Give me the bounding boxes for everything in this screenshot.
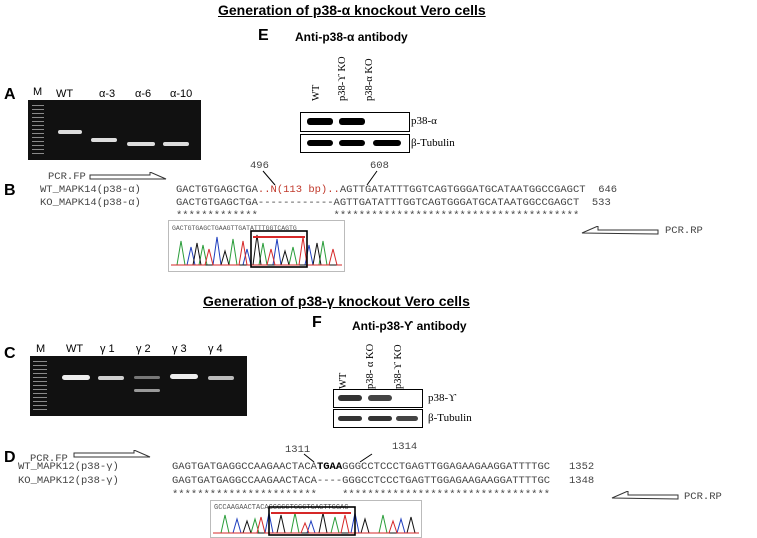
ko-sequence-name: KO_MAPK14(p38-α) [40, 197, 141, 209]
chromatogram-bases: GCCAAGAACTACAGGGCCTCCCTGAGTTGGAG [214, 504, 348, 512]
gel-band [134, 389, 160, 392]
blot-row-label: β-Tubulin [411, 137, 455, 149]
lane-label: γ 3 [172, 343, 187, 355]
position-label: 1311 [285, 444, 311, 456]
lane-label: WT [56, 88, 74, 100]
reverse-primer-arrow [611, 491, 679, 500]
blot-lane-label: p38-ϒ KO [337, 56, 348, 101]
blot-band [396, 416, 418, 421]
western-blot-row [333, 409, 423, 428]
reverse-primer-label: PCR.RP [684, 491, 722, 503]
forward-primer-arrow [73, 450, 151, 458]
sequencing-chromatogram: GACTGTGAGCTGAAGTTGATATTTGGTCAGTG [168, 220, 345, 272]
wt-sequence: GACTGTGAGCTGA..N(113 bp)..AGTTGATATTTGGT… [176, 184, 618, 196]
forward-primer-label: PCR.FP [48, 171, 86, 183]
panel-b-label: B [4, 182, 16, 199]
reverse-primer-arrow [581, 226, 659, 235]
alpha-section-title: Generation of p38-α knockout Vero cells [218, 2, 486, 18]
gel-band [91, 138, 117, 142]
ko-sequence-name: KO_MAPK12(p38-γ) [18, 475, 119, 487]
gamma-section-title: Generation of p38-γ knockout Vero cells [203, 293, 470, 309]
position-label: 608 [370, 160, 389, 172]
blot-lane-label: p38- α KO [365, 343, 376, 389]
gel-band [134, 376, 160, 379]
lane-label: α-10 [170, 88, 193, 100]
position-label: 496 [250, 160, 269, 172]
gel-band [98, 376, 124, 380]
lane-label: γ 1 [100, 343, 115, 355]
ko-sequence: GACTGTGAGCTGA------------AGTTGATATTTGGTC… [176, 197, 611, 209]
gel-band [170, 374, 198, 379]
gel-band [127, 142, 155, 146]
ladder-lane [32, 102, 44, 157]
reverse-primer-label: PCR.RP [665, 225, 703, 237]
alignment-consensus: ************* **************************… [176, 210, 580, 222]
lane-label: α-3 [99, 88, 116, 100]
forward-primer-label: PCR.FP [30, 453, 68, 465]
sequencing-chromatogram: GCCAAGAACTACAGGGCCTCCCTGAGTTGGAG [210, 500, 422, 538]
blot-band [373, 140, 401, 146]
alignment-consensus: *********************** ****************… [172, 489, 551, 501]
lane-label: M [33, 86, 43, 98]
western-blot-row [333, 389, 423, 408]
ladder-lane [33, 358, 47, 413]
western-blot-row [300, 134, 410, 153]
lane-label: γ 2 [136, 343, 151, 355]
blot-band [339, 118, 365, 125]
deletion-marker-lines [262, 170, 378, 186]
western-blot-row [300, 112, 410, 132]
gel-band [62, 375, 90, 380]
blot-lane-label: WT [338, 372, 349, 389]
antibody-title-gamma: Anti-p38-ϒ antibody [352, 319, 467, 333]
antibody-title-alpha: Anti-p38-α antibody [295, 30, 408, 44]
wt-sequence: GAGTGATGAGGCCAAGAACTACATGAAGGGCCTCCCTGAG… [172, 461, 595, 473]
gel-band [58, 130, 82, 134]
panel-d-label: D [4, 449, 16, 466]
blot-row-label: p38-α [411, 115, 437, 127]
blot-band [339, 140, 365, 146]
gel-image-gamma [30, 356, 247, 416]
blot-band [307, 118, 333, 125]
blot-row-label: p38-ϒ [428, 392, 457, 404]
blot-lane-label: p38-α KO [364, 58, 375, 101]
gel-image-alpha [28, 100, 201, 160]
blot-band [338, 395, 362, 401]
panel-a-label: A [4, 86, 16, 103]
panel-f-label: F [312, 314, 322, 331]
lane-label: M [36, 343, 46, 355]
blot-lane-label: WT [311, 84, 322, 101]
lane-label: γ 4 [208, 343, 223, 355]
wt-sequence-name: WT_MAPK12(p38-γ) [18, 461, 119, 473]
forward-primer-arrow [89, 172, 167, 180]
blot-row-label: β-Tubulin [428, 412, 472, 424]
ko-sequence: GAGTGATGAGGCCAAGAACTACA----GGGCCTCCCTGAG… [172, 475, 595, 487]
deletion-marker-lines [303, 453, 373, 463]
blot-band [368, 416, 392, 421]
blot-band [338, 416, 362, 421]
blot-lane-label: p38-ϒ KO [393, 344, 404, 389]
blot-band [307, 140, 333, 146]
gel-band [163, 142, 189, 146]
panel-c-label: C [4, 345, 16, 362]
blot-band [368, 395, 392, 401]
panel-e-label: E [258, 27, 269, 44]
lane-label: WT [66, 343, 84, 355]
chromatogram-bases: GACTGTGAGCTGAAGTTGATATTTGGTCAGTG [172, 225, 297, 232]
lane-label: α-6 [135, 88, 152, 100]
gel-band [208, 376, 234, 380]
position-label: 1314 [392, 441, 418, 453]
wt-sequence-name: WT_MAPK14(p38-α) [40, 184, 141, 196]
